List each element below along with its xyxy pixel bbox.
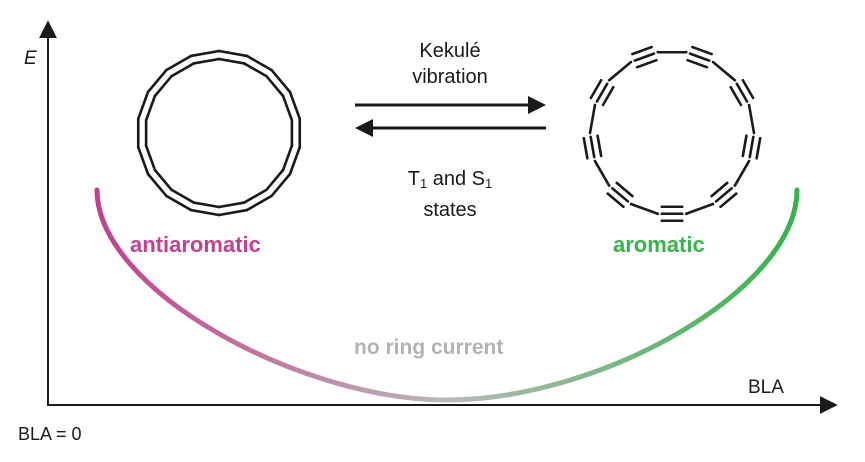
aromatic-ring-structure <box>582 45 762 223</box>
triple-bond-line <box>710 181 729 198</box>
triple-bond-line <box>735 82 749 103</box>
inner-bond-line <box>265 75 285 98</box>
inner-bond-line <box>153 75 173 98</box>
outer-bond-line <box>245 54 274 72</box>
triple-bond-line <box>610 186 630 203</box>
triple-bond-line <box>595 82 609 103</box>
triple-bond-line <box>686 58 709 69</box>
triple-bond-line <box>596 134 603 158</box>
triple-bond-line <box>606 192 625 209</box>
forward-arrow-head <box>528 96 546 114</box>
t-letter: T <box>407 168 420 190</box>
outer-bond-line <box>288 145 302 176</box>
triple-bond-line <box>688 52 711 62</box>
inner-bond-line <box>192 201 221 209</box>
no-ring-current-label: no ring current <box>354 336 504 359</box>
triple-bond-line <box>691 45 713 56</box>
outer-bond-line <box>146 172 168 198</box>
inner-bond-line <box>144 144 157 172</box>
inner-bond-line <box>192 57 221 65</box>
triple-bond-line <box>615 181 634 198</box>
antiaromatic-label: antiaromatic <box>130 232 261 257</box>
inner-bond-line <box>217 57 246 65</box>
single-bond-line <box>684 202 715 216</box>
inner-bond-line <box>153 168 173 191</box>
single-bond-line <box>607 60 633 82</box>
origin-label: BLA = 0 <box>18 424 82 444</box>
inner-bond-line <box>144 94 157 122</box>
triple-bond-line <box>741 134 748 158</box>
y-axis-label: E <box>24 48 37 69</box>
outer-bond-line <box>146 68 168 94</box>
single-bond-line <box>593 159 611 188</box>
triple-bond-line <box>714 186 734 203</box>
states-line-2: states <box>423 199 477 221</box>
outer-bond-line <box>245 194 274 212</box>
outer-bond-line <box>164 54 193 72</box>
states-line-1: T1 and S1 <box>350 166 550 197</box>
single-bond-line <box>733 159 751 188</box>
outer-bond-line <box>270 172 292 198</box>
inner-bond-line <box>243 188 268 204</box>
x-axis-label: BLA <box>748 377 784 398</box>
outer-bond-line <box>288 90 302 121</box>
triple-bond-line <box>729 85 743 107</box>
outer-bond-line <box>270 68 292 94</box>
aromatic-label: aromatic <box>613 232 705 257</box>
inner-bond-line <box>170 188 195 204</box>
s-subscript: 1 <box>485 176 493 191</box>
t-subscript: 1 <box>419 176 428 191</box>
triple-bond-line <box>589 78 603 100</box>
and-s-text: and S <box>427 168 486 190</box>
single-bond-line <box>747 103 756 135</box>
triple-bond-line <box>748 135 755 159</box>
reverse-arrow-head <box>355 119 373 137</box>
single-bond-line <box>711 60 737 82</box>
triple-bond-line <box>631 45 653 56</box>
triple-bond-line <box>601 85 615 107</box>
outer-bond-line <box>217 208 249 217</box>
antiaromatic-ring-structure <box>136 49 302 217</box>
inner-bond-line <box>243 62 268 78</box>
inner-bond-line <box>217 201 246 209</box>
outer-bond-line <box>164 194 193 212</box>
outer-bond-line <box>189 208 221 217</box>
outer-bond-line <box>136 145 150 176</box>
triple-bond-line <box>741 78 755 100</box>
states-label: T1 and S1 states <box>350 166 550 223</box>
inner-bond-line <box>281 94 294 122</box>
kekule-line: Kekulé <box>419 40 481 62</box>
outer-bond-line <box>217 49 249 58</box>
triple-bond-line <box>582 136 589 160</box>
single-bond-line <box>629 202 660 216</box>
outer-bond-line <box>189 49 221 58</box>
triple-bond-line <box>633 52 656 62</box>
triple-bond-line <box>589 135 596 159</box>
vibration-line: vibration <box>412 66 488 88</box>
inner-bond-line <box>170 62 195 78</box>
inner-bond-line <box>265 168 285 191</box>
energy-curve <box>94 187 800 403</box>
single-bond-line <box>588 103 597 135</box>
triple-bond-line <box>755 136 762 160</box>
triple-bond-line <box>719 192 738 209</box>
triple-bond-line <box>635 58 658 69</box>
inner-bond-line <box>281 144 294 172</box>
outer-bond-line <box>136 90 150 121</box>
kekule-vibration-label: Kekulé vibration <box>350 38 550 90</box>
